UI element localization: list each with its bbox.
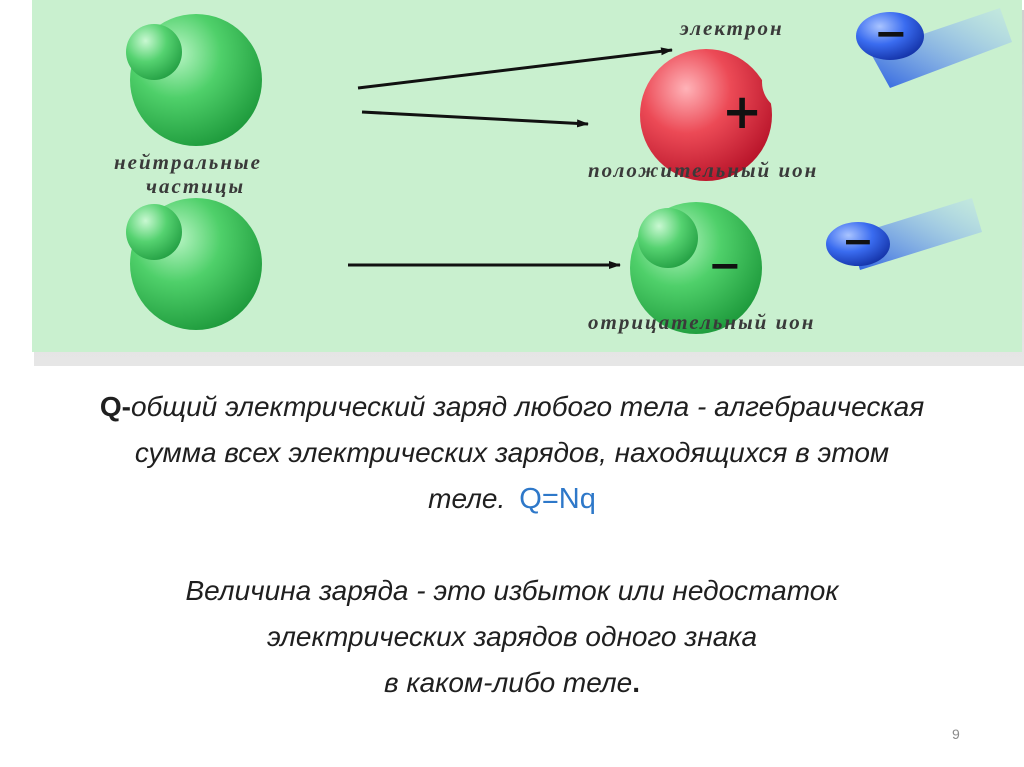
- magnitude-line-3: в каком-либо теле.: [60, 660, 964, 706]
- label-neutral-line1: нейтральные: [114, 150, 262, 175]
- neutral-particle-top: [126, 14, 262, 146]
- main-text: Q-общий электрический заряд любого тела …: [60, 384, 964, 706]
- arrow-to-positive-ion: [362, 112, 588, 124]
- bound-electron-minus-sign: −: [842, 222, 874, 260]
- definition-paragraph: Q-общий электрический заряд любого тела …: [60, 384, 964, 522]
- magnitude-line-1: Величина заряда - это избыток или недост…: [60, 568, 964, 614]
- negative-ion-minus-sign: −: [708, 246, 742, 286]
- formula: Q=Nq: [519, 483, 596, 515]
- ionization-figure: нейтральные частицы электрон положительн…: [32, 0, 1022, 352]
- magnitude-line-3-text: в каком-либо теле: [384, 667, 632, 698]
- magnitude-line-2: электрических зарядов одного знака: [60, 614, 964, 660]
- label-positive-ion: положительный ион: [588, 158, 818, 183]
- page-number: 9: [952, 726, 960, 742]
- label-neutral-line2: частицы: [146, 174, 245, 199]
- magnitude-line-3-period: .: [632, 667, 640, 698]
- neutral-particle-bottom: [126, 198, 262, 330]
- magnitude-paragraph: Величина заряда - это избыток или недост…: [60, 568, 964, 706]
- label-electron: электрон: [680, 16, 784, 41]
- arrow-to-electron: [358, 50, 672, 88]
- plus-sign: +: [722, 88, 762, 136]
- q-prefix: Q-: [100, 391, 131, 422]
- label-negative-ion: отрицательный ион: [588, 310, 815, 335]
- electron-minus-sign: −: [874, 14, 908, 54]
